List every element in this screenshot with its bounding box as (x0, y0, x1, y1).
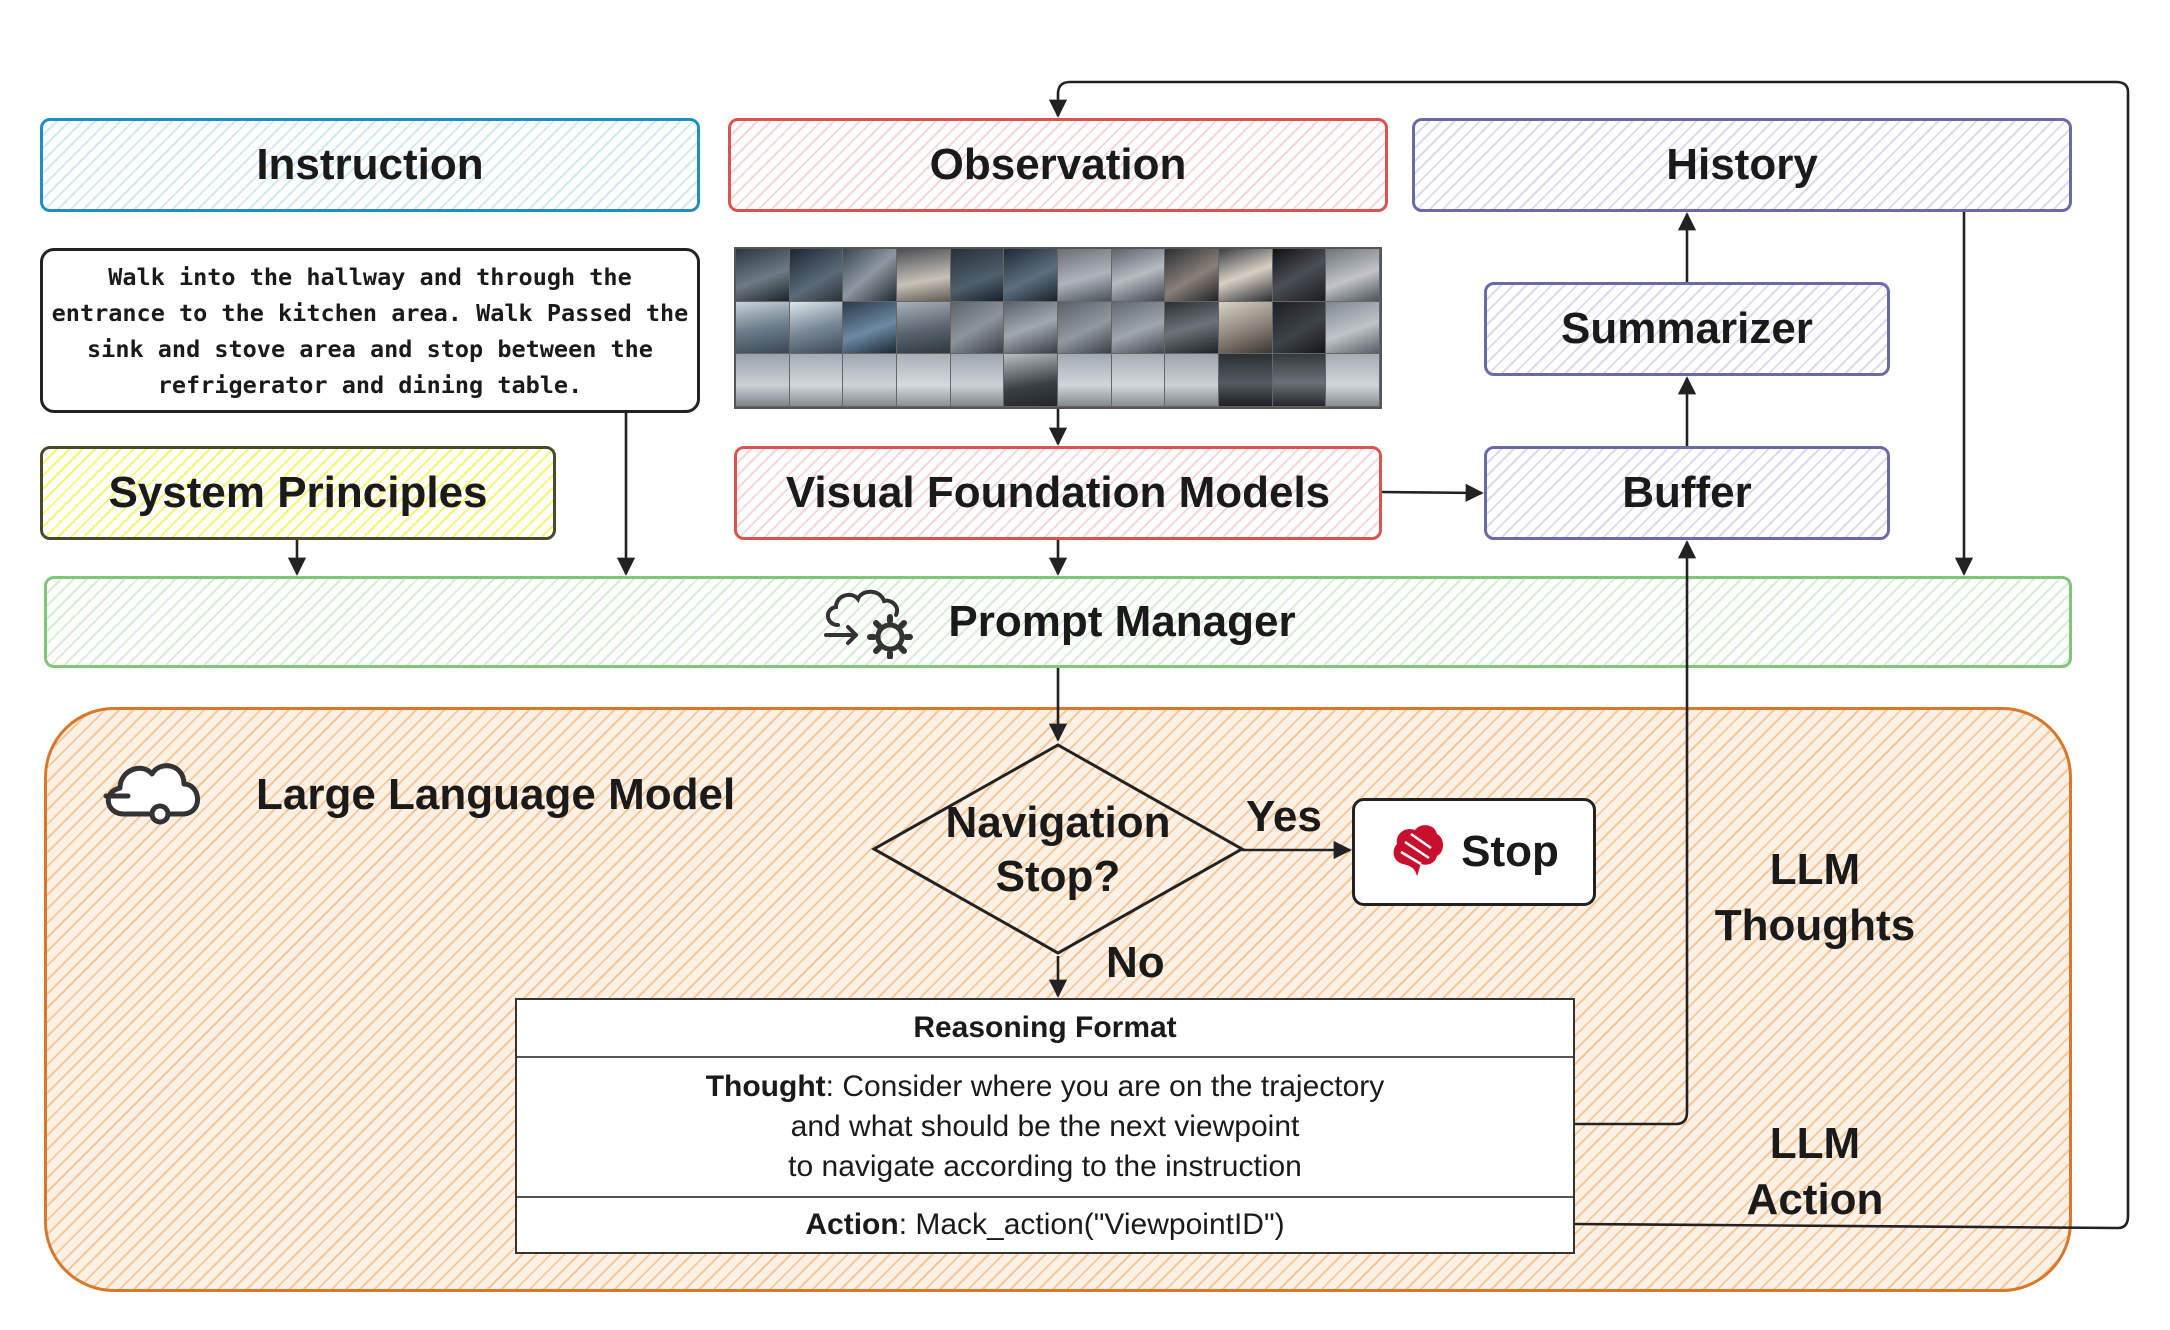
visual-foundation-models-title: Visual Foundation Models (785, 468, 1331, 517)
prompt-manager-title: Prompt Manager (948, 597, 1296, 646)
history-box: History (1412, 118, 2072, 212)
arrow-action-to-observation (1048, 80, 2130, 1230)
llm-action-label: LLM Action (1700, 1116, 1930, 1228)
prompt-manager-box: Prompt Manager (44, 576, 2072, 668)
llm-action-line1: LLM (1769, 1119, 1861, 1168)
arrow-vfm-to-buffer (1381, 483, 1484, 502)
thought-line-1: : Consider where you are on the trajecto… (825, 1070, 1385, 1103)
llm-thoughts-line2: Thoughts (1714, 901, 1916, 950)
cloud-link-icon (103, 763, 200, 825)
system-principles-title: System Principles (108, 468, 488, 517)
llm-action-line2: Action (1746, 1175, 1884, 1224)
reasoning-action-cell: Action: Mack_action("ViewpointID") (517, 1198, 1573, 1252)
buffer-title: Buffer (1622, 468, 1752, 517)
reasoning-format-table: Reasoning Format Thought: Consider where… (515, 998, 1575, 1254)
observation-box: Observation (728, 118, 1388, 212)
thought-line-2: and what should be the next viewpoint (790, 1110, 1300, 1143)
brain-icon (1393, 825, 1444, 882)
arrow-thoughts-to-buffer (1575, 540, 1697, 1126)
thought-key: Thought (705, 1070, 826, 1103)
no-label: No (1106, 938, 1165, 987)
thought-line-3: to navigate according to the instruction (788, 1150, 1302, 1183)
instruction-title: Instruction (256, 140, 484, 189)
action-key: Action (805, 1208, 899, 1241)
llm-title: Large Language Model (256, 770, 736, 819)
visual-foundation-models-box: Visual Foundation Models (734, 446, 1382, 540)
reasoning-format-header: Reasoning Format (517, 1000, 1573, 1058)
stop-box: Stop (1352, 798, 1596, 906)
instruction-text: Walk into the hallway and through the en… (40, 248, 700, 413)
llm-thoughts-label: LLM Thoughts (1700, 842, 1930, 954)
history-title: History (1666, 140, 1818, 189)
reasoning-thought-cell: Thought: Consider where you are on the t… (517, 1058, 1573, 1198)
navigation-stop-label: Navigation Stop? (870, 796, 1246, 904)
cloud-gear-icon (824, 589, 914, 659)
stop-label: Stop (1461, 827, 1559, 876)
llm-thoughts-line1: LLM (1769, 845, 1861, 894)
stop-question-label: Stop? (995, 852, 1121, 901)
action-value: : Mack_action("ViewpointID") (898, 1208, 1285, 1241)
system-principles-box: System Principles (40, 446, 556, 540)
navigation-stop-decision-diamond (870, 743, 1246, 955)
observation-panorama-image (734, 247, 1382, 409)
instruction-box: Instruction (40, 118, 700, 212)
summarizer-box: Summarizer (1484, 282, 1890, 376)
buffer-box: Buffer (1484, 446, 1890, 540)
observation-title: Observation (929, 140, 1187, 189)
navigation-label: Navigation (945, 798, 1171, 847)
summarizer-title: Summarizer (1561, 304, 1813, 353)
yes-label: Yes (1246, 792, 1322, 841)
